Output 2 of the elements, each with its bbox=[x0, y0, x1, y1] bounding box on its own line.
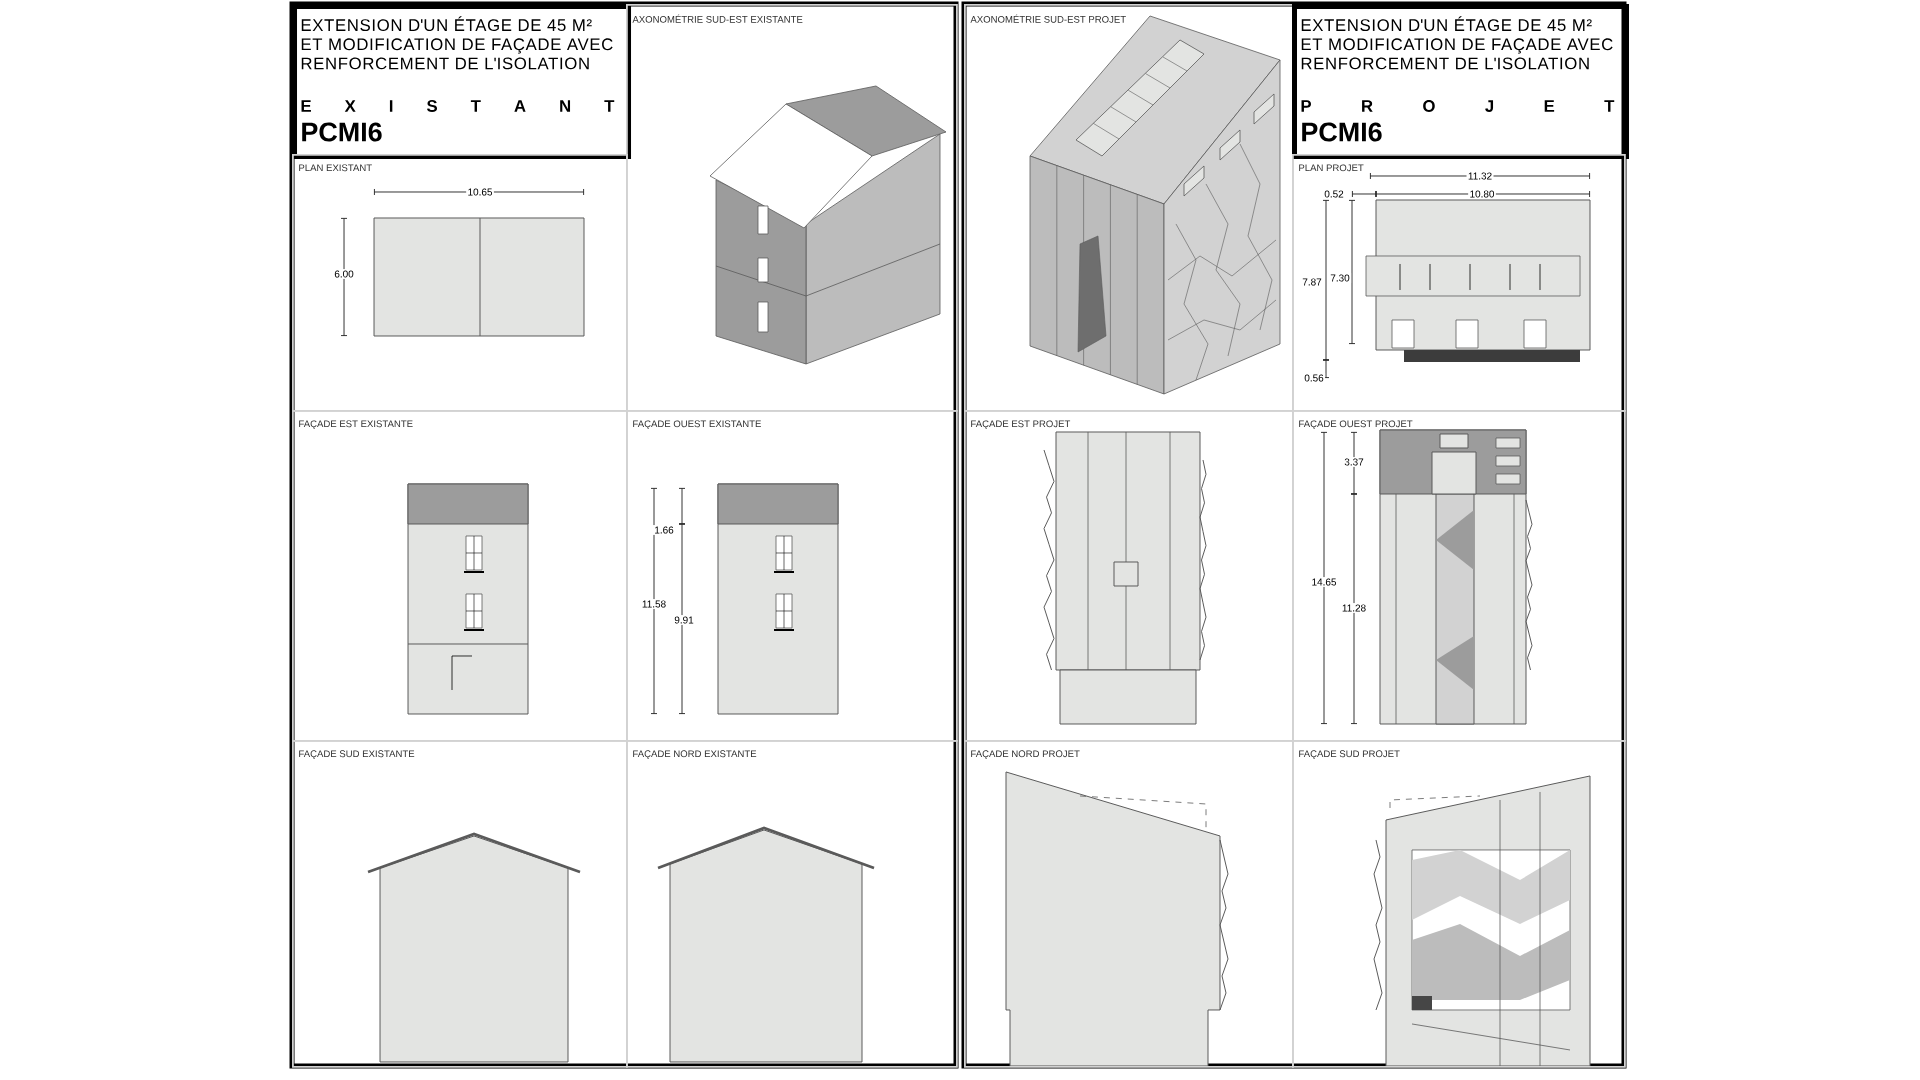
title-block: EXTENSION D'UN ÉTAGE DE 45 M² ET MODIFICATION DE FAÇADE AVEC RENFORCEMENT DE L'ISOLATION P R O J E T PCMI6 bbox=[1292, 4, 1629, 159]
title-block: EXTENSION D'UN ÉTAGE DE 45 M² ET MODIFICATION DE FAÇADE AVEC RENFORCEMENT DE L'ISOLATION E X I S T A N T PCMI6 bbox=[292, 4, 631, 159]
